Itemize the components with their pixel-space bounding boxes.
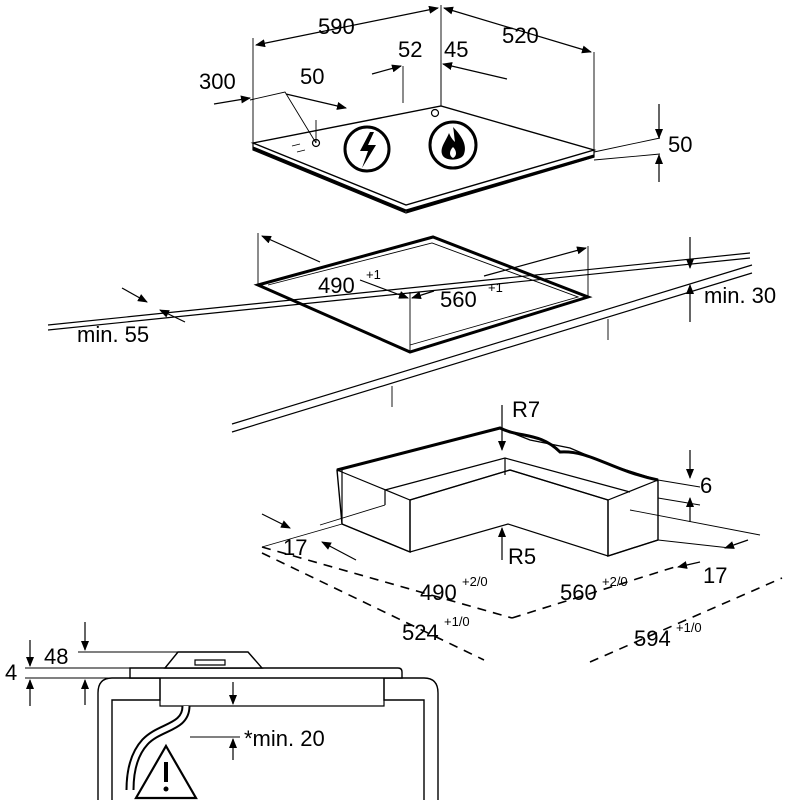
cutout-width-tol: +1: [488, 280, 503, 295]
front-offset-label: 50: [300, 64, 324, 89]
cutout-depth-label: 490: [318, 273, 355, 298]
total-height-label: 48: [44, 644, 68, 669]
warning-triangle-icon: [134, 743, 198, 800]
glass-thickness-label: 4: [5, 660, 17, 685]
cutout-depth-tol: +1: [366, 267, 381, 282]
outer-depth-label: 524: [402, 620, 439, 645]
inner-width-tol: +2/0: [602, 574, 628, 589]
section-drawing: 48 4 *min. 20: [5, 622, 439, 800]
electric-connection-icon: [343, 125, 391, 173]
outer-width-tol: +1/0: [676, 620, 702, 635]
hob-height-label: 50: [668, 132, 692, 157]
cutout-drawing: 490 +1 560 +1 min. 55 min. 30: [47, 233, 776, 433]
outer-width-label: 594: [634, 626, 671, 651]
edge-min-label: min. 55: [77, 322, 149, 347]
side-offset-label: 300: [199, 69, 236, 94]
frame-drawing: R7 R5 6 17 17 490 +2/0 560 +2/0 524 +1/0…: [261, 397, 783, 663]
radius-r7-label: R7: [512, 397, 540, 422]
gas-connection-icon: [428, 120, 478, 170]
outer-depth-tol: +1/0: [444, 614, 470, 629]
inner-width-label: 560: [560, 580, 597, 605]
below-min-label: *min. 20: [244, 726, 325, 751]
hob-depth-label: 520: [502, 23, 539, 48]
radius-r5-label: R5: [508, 544, 536, 569]
gas-offset-right-label: 45: [444, 37, 468, 62]
rear-min-label: min. 30: [704, 283, 776, 308]
inner-depth-tol: +2/0: [462, 574, 488, 589]
hob-width-label: 590: [318, 14, 355, 39]
rebate-label: 6: [700, 473, 712, 498]
gas-offset-left-label: 52: [398, 37, 422, 62]
inner-depth-label: 490: [420, 580, 457, 605]
hob-drawing: 590 520 52 45 300 50 50: [199, 5, 692, 214]
cutout-width-label: 560: [440, 287, 477, 312]
border-left-label: 17: [283, 535, 307, 560]
border-right-label: 17: [703, 563, 727, 588]
